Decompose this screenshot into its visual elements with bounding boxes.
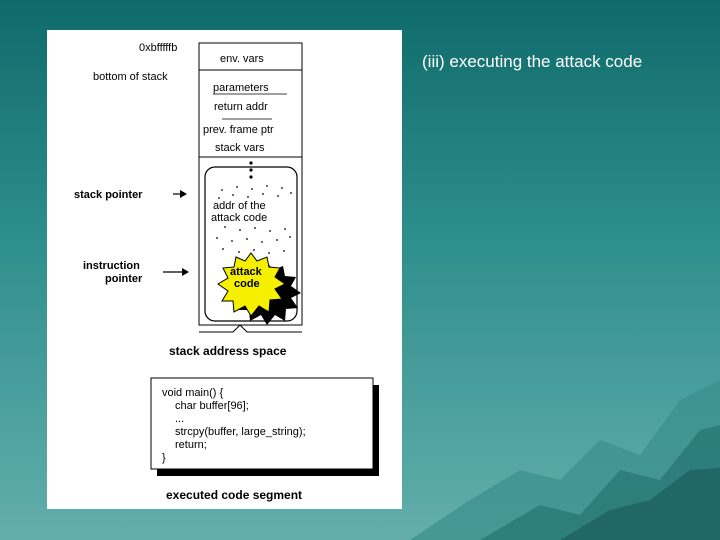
overwritten-buffer bbox=[204, 166, 298, 322]
overwrite-label-line1: addr of the bbox=[213, 200, 266, 212]
attack-code-burst bbox=[217, 252, 286, 317]
segment-stack-vars: stack vars bbox=[215, 142, 265, 154]
stack-diagram: 0xbfffffb bottom of stack env. vars para… bbox=[74, 42, 379, 502]
stack-caption: stack address space bbox=[169, 344, 287, 358]
overwrite-dots bbox=[216, 185, 292, 254]
segment-return-addr: return addr bbox=[214, 101, 268, 113]
slide-title: (iii) executing the attack code bbox=[422, 52, 643, 71]
code-line: strcpy(buffer, large_string); bbox=[175, 426, 306, 438]
code-line: } bbox=[162, 452, 166, 464]
instruction-pointer-arrowhead bbox=[182, 268, 189, 276]
code-box bbox=[150, 377, 374, 470]
code-caption: executed code segment bbox=[166, 488, 302, 502]
ellipsis-dots bbox=[249, 161, 253, 179]
top-address-label: 0xbfffffb bbox=[139, 42, 177, 54]
attack-label-line1: attack bbox=[230, 266, 263, 278]
code-line: return; bbox=[175, 439, 207, 451]
stack-pointer-arrowhead bbox=[180, 190, 187, 198]
stack-pointer-label: stack pointer bbox=[74, 189, 143, 201]
code-line: void main() { bbox=[162, 387, 223, 399]
code-line: char buffer[96]; bbox=[175, 400, 249, 412]
stack-column bbox=[198, 42, 303, 326]
segment-parameters: parameters bbox=[213, 82, 269, 94]
code-line: ... bbox=[175, 413, 184, 425]
overwrite-label-line2: attack code bbox=[211, 212, 267, 224]
attack-label-line2: code bbox=[234, 278, 260, 290]
segment-prev-frame-ptr: prev. frame ptr bbox=[203, 124, 274, 136]
instruction-pointer-label-line1: instruction bbox=[83, 260, 140, 272]
stack-brace bbox=[199, 324, 302, 333]
bottom-of-stack-label: bottom of stack bbox=[93, 71, 168, 83]
segment-env-vars: env. vars bbox=[220, 53, 264, 65]
stack-diagram-figure: 0xbfffffb bottom of stack env. vars para… bbox=[47, 30, 402, 509]
instruction-pointer-label-line2: pointer bbox=[105, 273, 143, 285]
